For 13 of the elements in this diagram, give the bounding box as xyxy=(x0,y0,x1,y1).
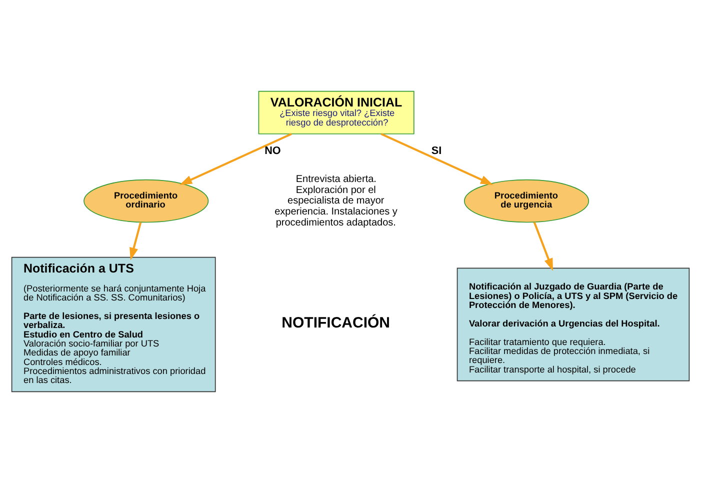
node-ellipse: Procedimiento ordinario xyxy=(84,179,209,223)
edge-label: NO xyxy=(264,145,281,158)
node-ellipse: Procedimiento de urgencia xyxy=(464,179,590,223)
arrow xyxy=(380,132,494,185)
node-box: Notificación a UTS (Posteriormente se hará conjuntamente Hoja de Notificación a SS. SS. Comunitarios) Parte de lesiones, si presenta lesiones o verbaliza. Estudio en Centro de Salud Valoración socio-familiar por UTS Medidas de apoyo familiar Controles médicos. Procedimientos administrativos con prioridad en las citas. xyxy=(11,256,216,392)
label: Entrevista abierta. Exploración por el especialista de mayor experiencia. Instalaciones y procedimientos adaptados. xyxy=(274,174,398,228)
node-box: VALORACIÓN INICIAL ¿Existe riesgo vital? ¿Existe riesgo de desprotección? xyxy=(258,90,414,134)
label: NOTIFICACIÓN xyxy=(282,314,390,332)
arrow xyxy=(180,132,292,185)
edge-label: SI xyxy=(431,145,442,158)
arrow xyxy=(130,222,142,260)
node-box: Notificación al Juzgado de Guardia (Parte de Lesiones) o Policía, a UTS y al SPM (Servicio de Protección de Menores). Valorar derivación a Urgencias del Hospital. Facilitar tratamiento que requiera. Facilitar medidas de protección inmediata, si requiere. Facilitar transporte al hospital, si procede xyxy=(456,268,690,382)
arrow xyxy=(533,222,554,271)
